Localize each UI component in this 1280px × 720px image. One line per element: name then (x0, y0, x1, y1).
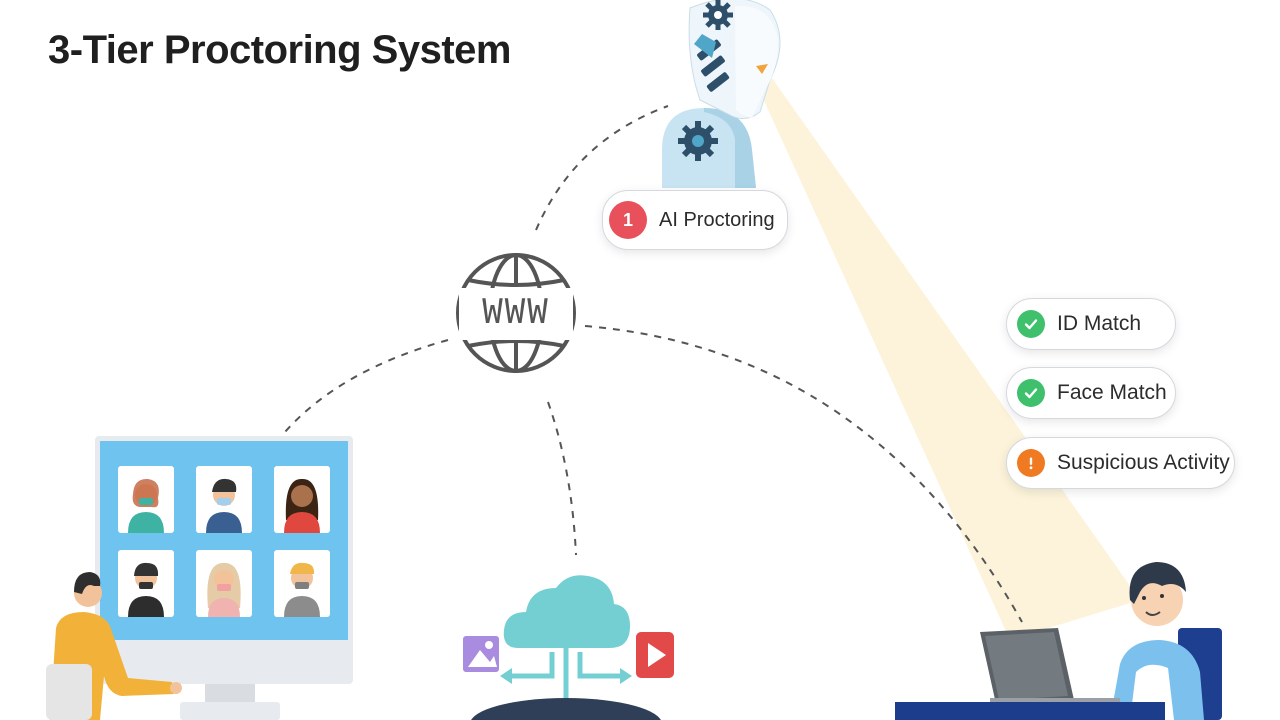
ai-proctoring-label: AI Proctoring (659, 208, 775, 231)
desk (895, 702, 1165, 720)
globe-www-icon (456, 253, 576, 373)
participant-grid (118, 466, 330, 617)
suspicious-activity-badge: Suspicious Activity (1006, 437, 1235, 489)
face-match-badge: Face Match (1006, 367, 1176, 419)
participant-avatar (274, 466, 330, 533)
participant-avatar (196, 550, 252, 617)
tier-number-badge: 1 (609, 201, 647, 239)
check-icon (1017, 379, 1045, 407)
suspicious-activity-label: Suspicious Activity (1057, 451, 1230, 474)
laptop-icon (980, 628, 1120, 704)
proctor-person (46, 572, 182, 720)
ai-proctoring-badge: 1 AI Proctoring (602, 190, 788, 250)
id-match-badge: ID Match (1006, 298, 1176, 350)
connector-globe-to-student (584, 325, 1023, 623)
face-match-label: Face Match (1057, 381, 1167, 404)
page-title: 3-Tier Proctoring System (48, 28, 511, 72)
student-person (1110, 562, 1222, 720)
participant-avatar (196, 466, 252, 533)
participant-avatar (274, 550, 330, 617)
robot-head-icon (662, 0, 781, 188)
participant-avatar (118, 466, 174, 533)
ai-vision-beam (760, 78, 1140, 640)
video-play-icon (636, 632, 674, 678)
participant-avatar (118, 550, 174, 617)
connector-globe-to-proctor (284, 339, 449, 433)
cloud-icon (471, 575, 661, 720)
gear-icon (703, 0, 733, 30)
connector-globe-to-cloud (547, 401, 577, 556)
gear-icon (678, 121, 718, 161)
globe-label: WWW (482, 292, 550, 332)
exclamation-icon (1017, 449, 1045, 477)
image-icon (463, 636, 499, 672)
check-icon (1017, 310, 1045, 338)
id-match-label: ID Match (1057, 312, 1142, 335)
